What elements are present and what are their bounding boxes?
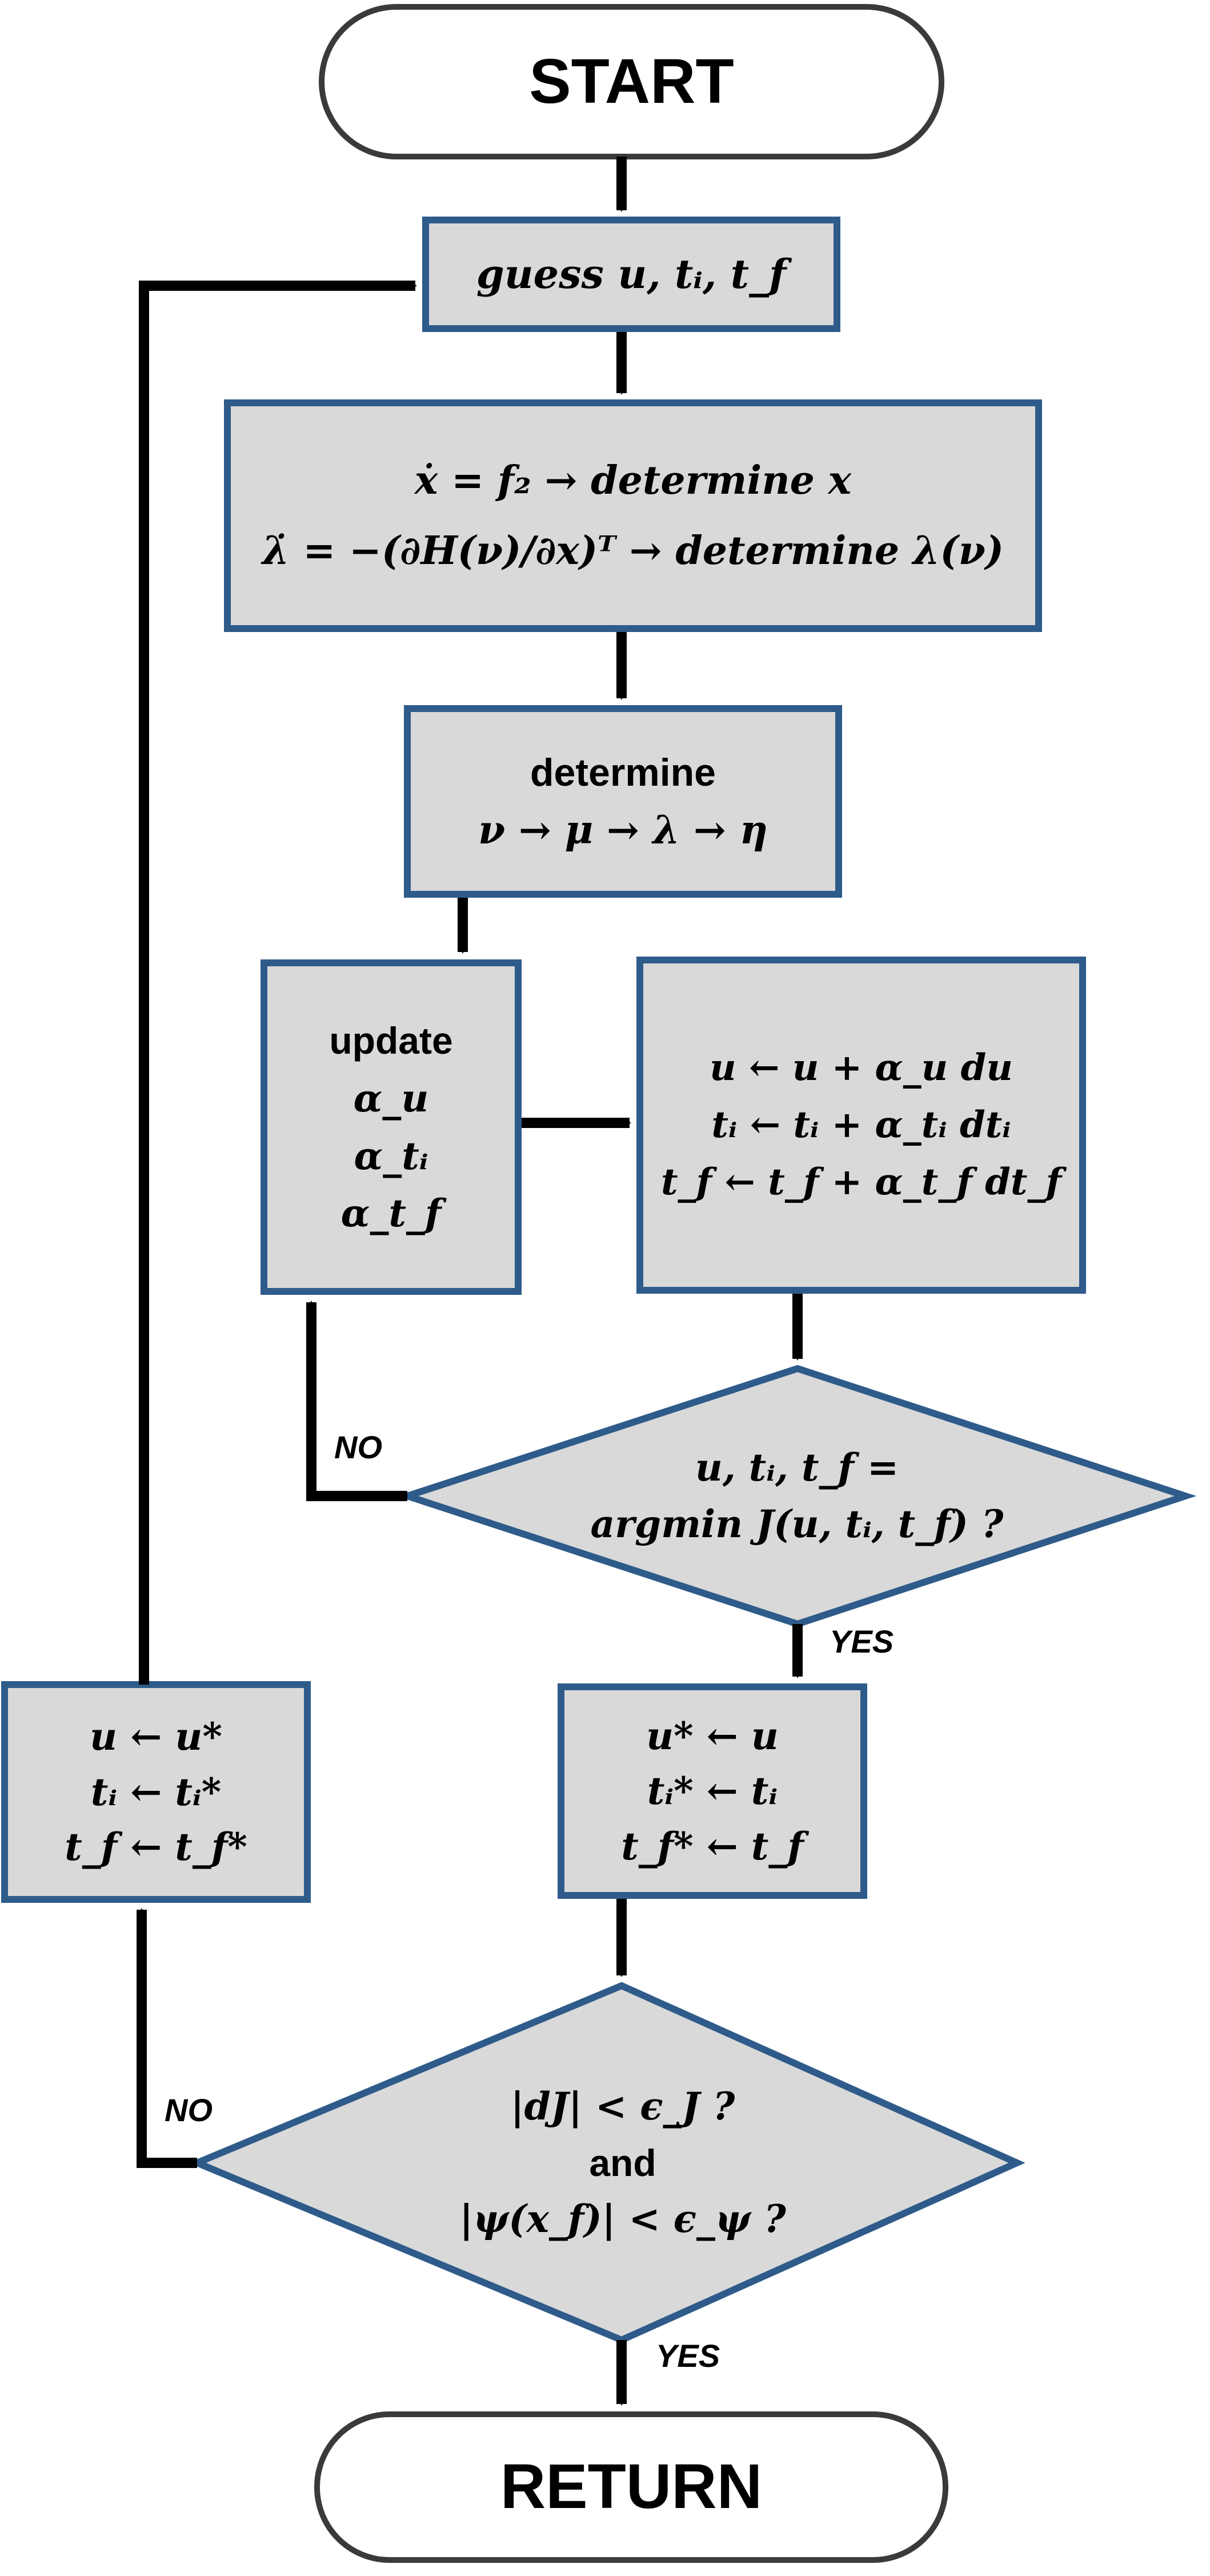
arrow-convergence-no-to-reset bbox=[137, 1908, 197, 2168]
guess-box bbox=[422, 217, 840, 332]
arrow-reset-to-guess bbox=[139, 281, 417, 1685]
step-box bbox=[636, 957, 1086, 1294]
store-box bbox=[558, 1683, 867, 1899]
convergence-decision bbox=[188, 1982, 1025, 2344]
start-terminal bbox=[319, 4, 944, 159]
argmin-decision bbox=[396, 1365, 1197, 1628]
dynamics-box bbox=[224, 399, 1042, 632]
argmin-yes-label: YES bbox=[830, 1623, 894, 1659]
argmin-no-label: NO bbox=[334, 1429, 382, 1465]
reset-box bbox=[1, 1681, 311, 1903]
update-box bbox=[261, 959, 522, 1295]
return-terminal bbox=[314, 2411, 948, 2563]
determine-box bbox=[404, 705, 842, 898]
convergence-no-label: NO bbox=[165, 2092, 213, 2128]
arrow-argmin-no-to-update bbox=[306, 1301, 407, 1501]
convergence-yes-label: YES bbox=[656, 2338, 720, 2374]
